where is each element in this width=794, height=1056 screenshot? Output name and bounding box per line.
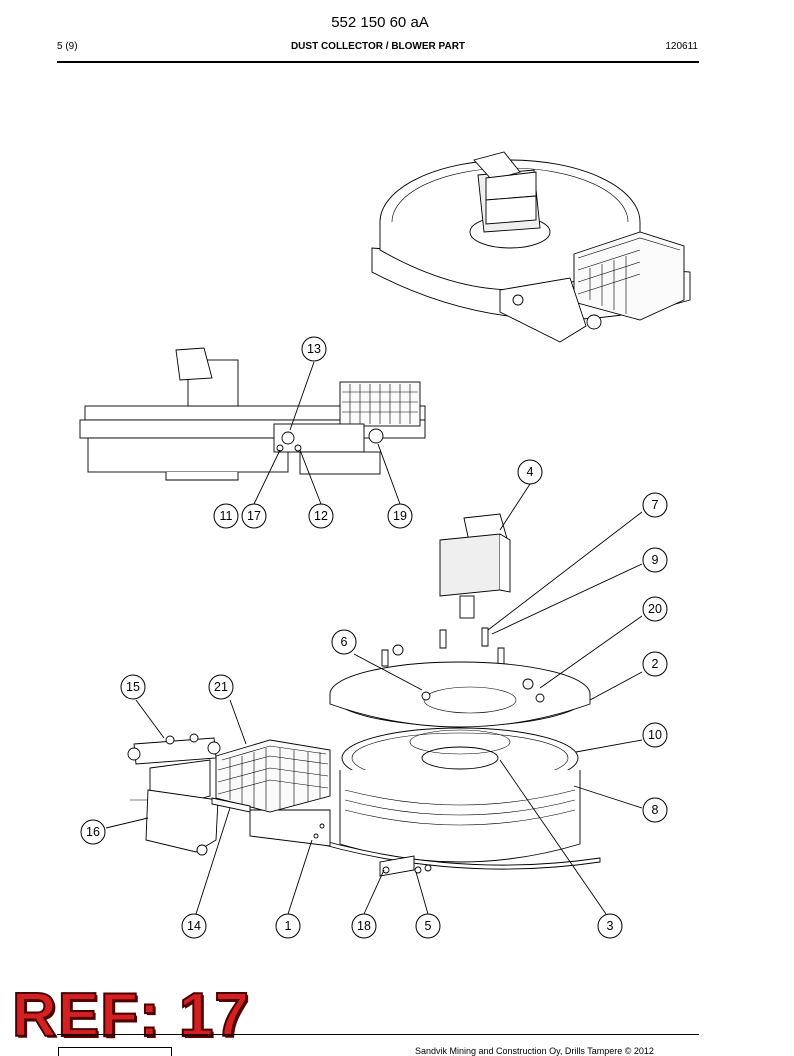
svg-text:2: 2: [652, 657, 659, 671]
callout-6: 6: [331, 629, 357, 655]
exploded-view: [127, 513, 601, 877]
svg-text:5: 5: [425, 919, 432, 933]
callout-17: 17: [241, 503, 267, 529]
callout-20: 20: [642, 596, 668, 622]
svg-text:6: 6: [341, 635, 348, 649]
svg-text:19: 19: [393, 509, 407, 523]
svg-text:1: 1: [285, 919, 292, 933]
callout-3: 3: [597, 913, 623, 939]
svg-text:3: 3: [607, 919, 614, 933]
svg-text:17: 17: [247, 509, 261, 523]
callout-13: 13: [301, 336, 327, 362]
callout-18: 18: [351, 913, 377, 939]
svg-text:20: 20: [648, 602, 662, 616]
svg-text:4: 4: [527, 465, 534, 479]
callout-16: 16: [80, 819, 106, 845]
svg-text:18: 18: [357, 919, 371, 933]
header-rule: [57, 61, 699, 63]
side-view: [79, 347, 426, 481]
footer-rule: [57, 1034, 699, 1035]
svg-text:7: 7: [652, 498, 659, 512]
callout-2: 2: [642, 651, 668, 677]
document-date: 120611: [665, 41, 698, 52]
footer-copyright: Sandvik Mining and Construction Oy, Dril…: [415, 1046, 654, 1056]
svg-text:21: 21: [214, 680, 228, 694]
svg-text:14: 14: [187, 919, 201, 933]
callout-8: 8: [642, 797, 668, 823]
callout-12: 12: [308, 503, 334, 529]
callout-7: 7: [642, 492, 668, 518]
document-number: 552 150 60 aA: [331, 14, 429, 31]
page-number: 5 (9): [57, 41, 78, 52]
document-title: DUST COLLECTOR / BLOWER PART: [290, 41, 466, 52]
callout-5: 5: [415, 913, 441, 939]
svg-text:9: 9: [652, 553, 659, 567]
assembled-view: [371, 151, 691, 343]
svg-text:10: 10: [648, 728, 662, 742]
ref-stamp: REF: 17: [11, 981, 250, 1050]
callout-1: 1: [275, 913, 301, 939]
svg-text:8: 8: [652, 803, 659, 817]
callout-9: 9: [642, 547, 668, 573]
callout-15: 15: [120, 674, 146, 700]
callout-11: 11: [213, 503, 239, 529]
svg-text:15: 15: [126, 680, 140, 694]
callout-21: 21: [208, 674, 234, 700]
svg-text:12: 12: [314, 509, 328, 523]
callout-19: 19: [387, 503, 413, 529]
brand-logo-icon: [58, 1047, 172, 1056]
leader-lines: [105, 361, 643, 915]
callout-10: 10: [642, 722, 668, 748]
svg-text:16: 16: [86, 825, 100, 839]
callout-4: 4: [517, 459, 543, 485]
svg-text:11: 11: [220, 509, 233, 523]
svg-text:13: 13: [307, 342, 321, 356]
callout-14: 14: [181, 913, 207, 939]
